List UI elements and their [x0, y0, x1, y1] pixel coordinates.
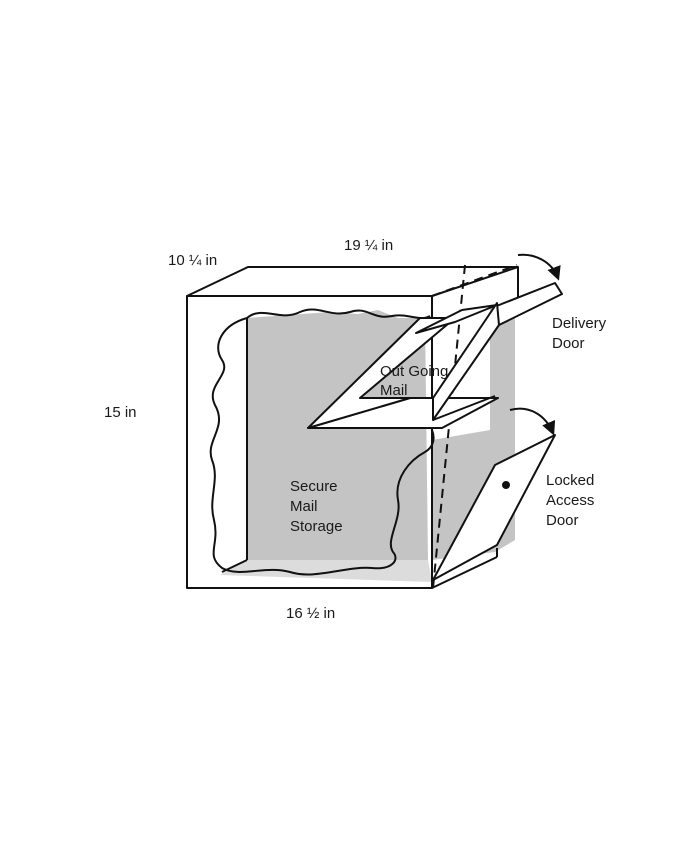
- access-door-arrow: [509, 407, 556, 436]
- interior-floor: [220, 560, 432, 582]
- label-outgoing-mail: Out Going Mail: [380, 363, 453, 399]
- lock-icon: [502, 481, 510, 489]
- delivery-door-arrow: [517, 253, 561, 281]
- label-delivery-door: Delivery Door: [552, 315, 610, 352]
- hidden-edge-vertical-back: [432, 264, 466, 589]
- label-locked-door: Locked Access Door: [546, 472, 599, 529]
- box-top-face: [186, 266, 519, 297]
- dimension-width-bottom: 16 ½ in: [286, 605, 335, 622]
- hidden-edge-top: [431, 264, 518, 297]
- dimension-depth: 10 ¼ in: [168, 252, 217, 269]
- outgoing-mail-slot: [307, 317, 456, 429]
- label-secure-storage: Secure Mail Storage: [290, 478, 343, 535]
- dimension-height: 15 in: [104, 404, 137, 421]
- dimension-width-top: 19 ¼ in: [344, 237, 393, 254]
- cutaway-tear-outline: [209, 308, 435, 576]
